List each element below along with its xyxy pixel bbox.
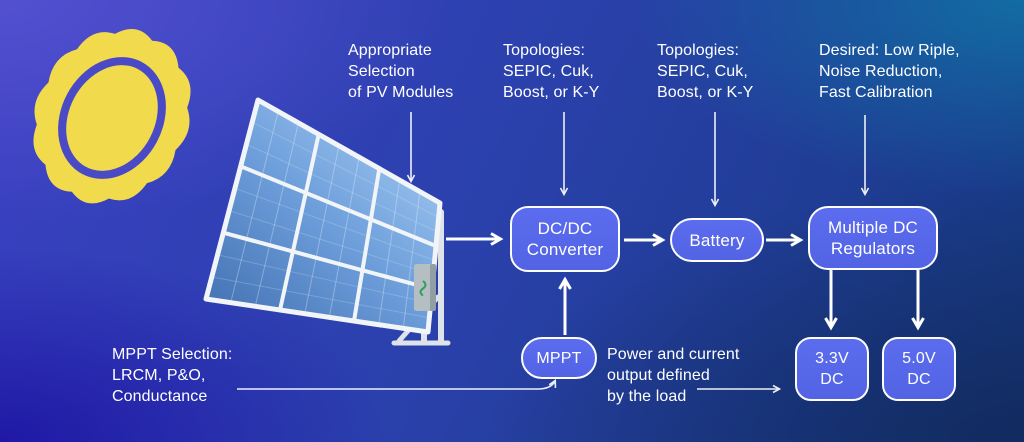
note-topologies-battery: Topologies: SEPIC, Cuk, Boost, or K-Y xyxy=(657,42,754,101)
note-pv-modules: Appropriate Selection of PV Modules xyxy=(348,42,454,101)
note-topologies-converter: Topologies: SEPIC, Cuk, Boost, or K-Y xyxy=(503,42,600,101)
node-battery: Battery xyxy=(670,218,764,262)
sun-icon xyxy=(33,28,191,204)
node-50v-dc-output: 5.0V DC xyxy=(882,337,956,401)
node-mppt: MPPT xyxy=(521,337,597,379)
node-33v-dc-output: 3.3V DC xyxy=(795,337,869,401)
node-dcdc-converter: DC/DC Converter xyxy=(510,206,620,272)
note-desired: Desired: Low Riple, Noise Reduction, Fas… xyxy=(819,42,960,101)
arrow-note-mppt-selection xyxy=(237,379,557,390)
note-load-output: Power and current output defined by the … xyxy=(607,346,740,405)
charge-controller-icon xyxy=(414,264,436,311)
solar-panel-icon xyxy=(203,97,443,335)
node-multiple-dc-regulators: Multiple DC Regulators xyxy=(808,206,938,270)
note-mppt-selection: MPPT Selection: LRCM, P&O, Conductance xyxy=(112,346,233,405)
